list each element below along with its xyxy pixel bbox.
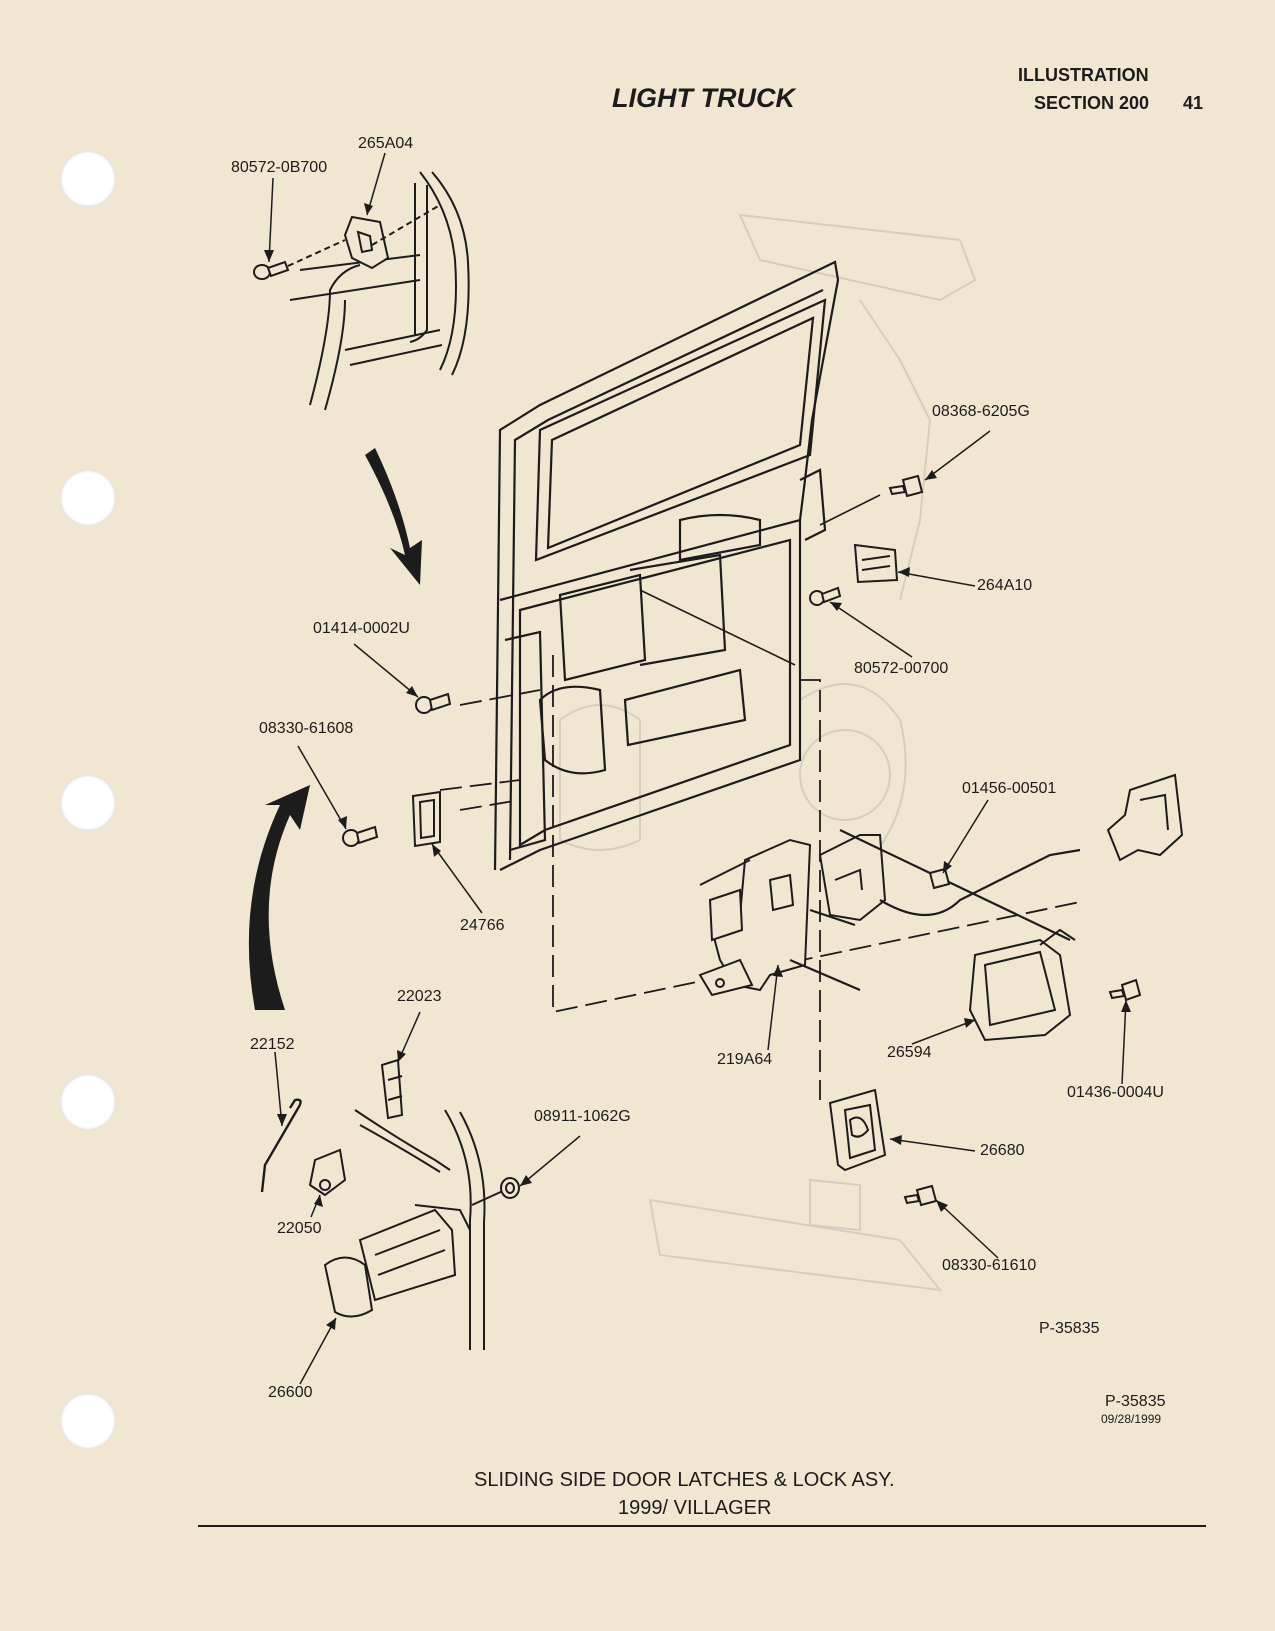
illustration-label: ILLUSTRATION [1018,65,1149,85]
callout-26600: 26600 [268,1384,313,1401]
clip-22023-drawing [380,1058,404,1120]
reverse-side-ghost-art [559,213,977,1292]
lock-bracket-drawing [818,834,887,922]
figure-id-outer: P-35835 [1105,1393,1166,1410]
rod-22152-drawing [260,1098,302,1193]
bolt-01436-0004U-drawing [1108,978,1142,1002]
striker-264A10-drawing [853,543,899,584]
callout-80572-0B700: 80572-0B700 [231,159,328,176]
binder-hole [60,151,116,207]
body-pillar-upper [289,171,470,411]
leader-arrows-to-door [639,494,881,666]
wedge-24766-drawing [411,790,441,848]
binder-hole [60,1074,116,1130]
page-number: 41 [1183,93,1204,113]
callout-01436-0004U: 01436-0004U [1067,1084,1164,1101]
screw-01414-0002U-drawing [415,692,452,714]
callout-80572-00700: 80572-00700 [854,660,949,677]
assembly-dash-lines [439,655,1081,1100]
callout-265A04: 265A04 [358,135,414,152]
clip-22050-drawing [308,1148,347,1197]
callout-arrowheads [264,203,1131,1330]
bumper-08911-1062G-drawing [500,1177,520,1199]
callout-01456-00501: 01456-00501 [962,780,1057,797]
screw-08330-61608-drawing [342,825,379,847]
bolt-08368-6205G-drawing [888,474,924,498]
lock-actuator-26594-drawing [968,928,1076,1042]
figure-id-inner: P-35835 [1039,1320,1100,1337]
control-rods-drawing [789,829,1081,992]
binder-hole [60,775,116,831]
nut-01456-00501-drawing [928,867,951,890]
callout-22050: 22050 [277,1220,322,1237]
callout-01414-0002U: 01414-0002U [313,620,410,637]
figure-date: 09/28/1999 [1101,1412,1162,1426]
binder-hole [60,1393,116,1449]
screw-80572-0B700-drawing [253,204,441,280]
striker-265A04-drawing [343,215,390,270]
bottom-rule [198,1525,1206,1527]
callout-26594: 26594 [887,1044,932,1061]
callout-leader-lines [268,152,1127,1385]
callout-26680: 26680 [980,1142,1025,1159]
callout-219A64: 219A64 [717,1051,773,1068]
callout-08368-6205G: 08368-6205G [932,403,1030,420]
body-panel-lower [354,1109,506,1350]
screw-80572-00700-drawing [809,586,842,606]
callout-08330-61608: 08330-61608 [259,720,354,737]
flow-arrow-up [248,785,310,1010]
rear-latch-219A64-drawing [698,838,812,997]
callout-08330-61610: 08330-61610 [942,1257,1037,1274]
callout-24766: 24766 [460,917,505,934]
outside-handle-26600-drawing [323,1208,457,1318]
binder-hole [60,470,116,526]
callout-264A10: 264A10 [977,577,1033,594]
header-title: LIGHT TRUCK [612,83,795,113]
front-latch-drawing [1106,773,1184,862]
screw-08330-61610-drawing [903,1184,938,1207]
section-label: SECTION 200 [1034,93,1150,113]
callout-08911-1062G: 08911-1062G [534,1108,631,1125]
sliding-door-drawing [493,260,840,871]
callout-22023: 22023 [397,988,442,1005]
flow-arrow-down [365,448,422,585]
caption-line-1: SLIDING SIDE DOOR LATCHES & LOCK ASY. [474,1469,895,1491]
caption-line-2: 1999/ VILLAGER [618,1497,772,1519]
callout-22152: 22152 [250,1036,295,1053]
inside-handle-26680-drawing [828,1088,887,1172]
